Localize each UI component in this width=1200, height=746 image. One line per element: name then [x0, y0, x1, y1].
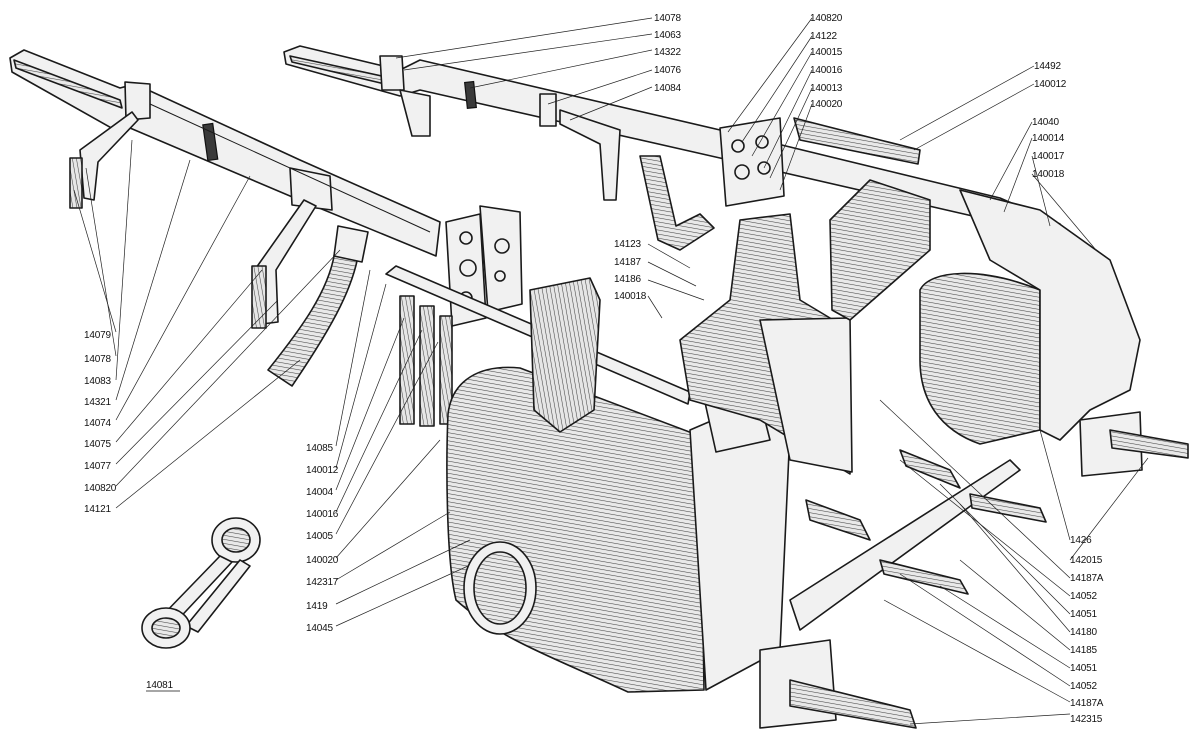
label-14005: 14005 — [306, 531, 333, 542]
label-140017: 140017 — [1032, 151, 1065, 162]
label-14085: 14085 — [306, 443, 333, 454]
label-14083: 14083 — [84, 376, 111, 387]
label-14081: 14081 — [146, 680, 173, 691]
label-14045: 14045 — [306, 623, 333, 634]
label-14180: 14180 — [1070, 627, 1097, 638]
cross-members — [759, 411, 1189, 729]
label-14074: 14074 — [84, 418, 111, 429]
label-14123: 14123 — [614, 239, 641, 250]
label-140016-left: 140016 — [306, 509, 339, 520]
label-14492: 14492 — [1034, 61, 1061, 72]
label-14187: 14187 — [614, 257, 641, 268]
label-140013: 140013 — [810, 83, 843, 94]
label-140012-top: 140012 — [1034, 79, 1067, 90]
vertical-straps — [399, 295, 453, 427]
label-14185: 14185 — [1070, 645, 1097, 656]
label-140020-left: 140020 — [306, 555, 339, 566]
label-142317: 142317 — [306, 577, 339, 588]
label-142315: 142315 — [1070, 714, 1103, 725]
label-140018-mid: 140018 — [614, 291, 647, 302]
center-saddle-tank — [679, 213, 853, 475]
top-plate — [793, 117, 921, 165]
leader-lines — [73, 17, 1149, 725]
label-14187a-lower: 14187A — [1070, 698, 1104, 709]
label-14321: 14321 — [84, 397, 111, 408]
left-exhaust-pipe — [267, 225, 369, 387]
label-14122: 14122 — [810, 31, 837, 42]
left-bracket-arms — [69, 111, 317, 329]
label-14078-left: 14078 — [84, 354, 111, 365]
label-140018-top: 140018 — [1032, 169, 1065, 180]
label-14063: 14063 — [654, 30, 681, 41]
label-14004: 14004 — [306, 487, 333, 498]
label-1419: 1419 — [306, 601, 328, 612]
label-14051-lower: 14051 — [1070, 663, 1097, 674]
label-14078-top: 14078 — [654, 13, 681, 24]
label-14186: 14186 — [614, 274, 641, 285]
part-labels: 14078 14063 14322 14076 14084 140820 141… — [84, 13, 1104, 725]
label-14052-upper: 14052 — [1070, 591, 1097, 602]
left-side-rail — [9, 49, 441, 257]
label-1426: 1426 — [1070, 535, 1092, 546]
label-140020-top: 140020 — [810, 99, 843, 110]
filler-cap — [463, 541, 537, 635]
label-14052-lower: 14052 — [1070, 681, 1097, 692]
left-front-plate — [445, 205, 523, 327]
label-14051-upper: 14051 — [1070, 609, 1097, 620]
label-140014: 140014 — [1032, 133, 1065, 144]
label-140012-left: 140012 — [306, 465, 339, 476]
label-140015: 140015 — [810, 47, 843, 58]
label-14084: 14084 — [654, 83, 681, 94]
right-front-plate — [719, 117, 785, 207]
rear-saddle-tank — [829, 179, 1141, 445]
connecting-rod — [141, 517, 261, 649]
label-14079: 14079 — [84, 330, 111, 341]
label-140016-top: 140016 — [810, 65, 843, 76]
label-14322: 14322 — [654, 47, 681, 58]
label-142015: 142015 — [1070, 555, 1103, 566]
label-14075: 14075 — [84, 439, 111, 450]
label-140820-top: 140820 — [810, 13, 843, 24]
right-exhaust-pipe — [639, 155, 715, 251]
label-14077: 14077 — [84, 461, 111, 472]
label-140820-left: 140820 — [84, 483, 117, 494]
label-14040: 14040 — [1032, 117, 1059, 128]
label-14076: 14076 — [654, 65, 681, 76]
label-14121: 14121 — [84, 504, 111, 515]
label-14187a-upper: 14187A — [1070, 573, 1104, 584]
